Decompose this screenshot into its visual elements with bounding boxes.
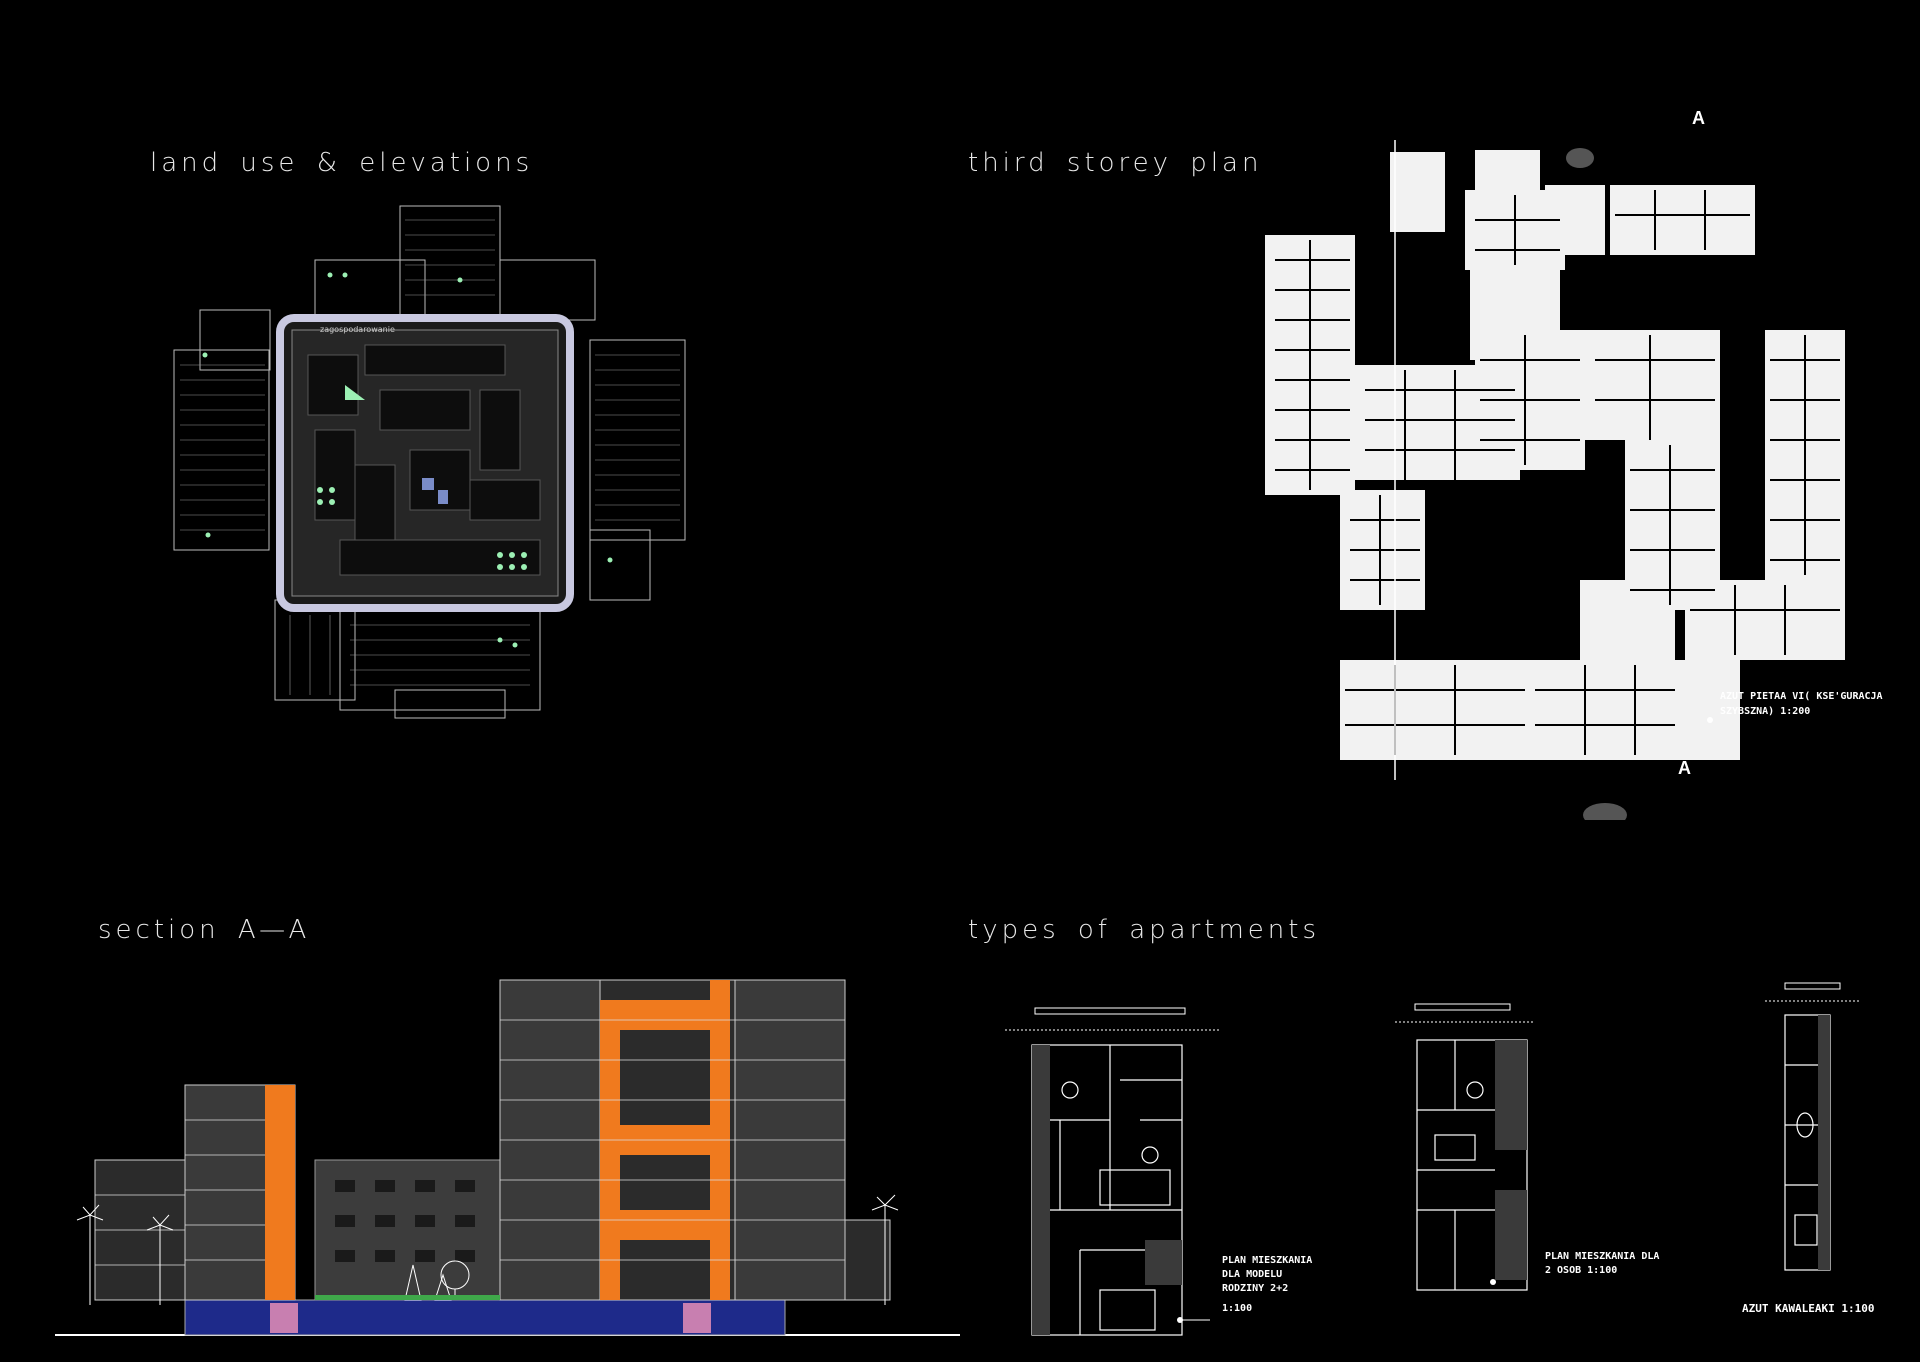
third-storey-caption-line2: szybszna) 1:200 — [1720, 706, 1811, 717]
plan2-caption-line2: 2 OSOB 1:100 — [1545, 1265, 1618, 1276]
plan2-caption-line1: PLAN MIESZKANIA DLA — [1545, 1251, 1660, 1262]
section-marker-bottom: A — [1678, 758, 1691, 778]
third-storey-floor-plan — [1265, 140, 1845, 820]
section-a-a-drawing — [55, 979, 960, 1336]
plan1-caption-line3: RODZINY 2+2 — [1222, 1283, 1289, 1294]
apartment-plan-studio — [1765, 982, 1860, 1271]
plan1-caption-line1: PLAN MIESZKANIA — [1222, 1255, 1313, 1266]
apartment-plan-family — [1005, 1007, 1220, 1336]
third-storey-caption-line1: AZUT PIETAA VI( kse'guracja — [1720, 691, 1883, 702]
plan1-caption-line2: DLA MODELU — [1222, 1269, 1283, 1280]
plan3-caption: AZUT KAWALEAKI 1:100 — [1742, 1302, 1875, 1315]
site-plan-label: zagospodarowanie — [320, 325, 395, 334]
apartments-title: types of apartments — [968, 915, 1321, 945]
section-marker-top: A — [1692, 108, 1705, 128]
land-use-title: land use & elevations — [150, 148, 534, 178]
section-title: section A—A — [98, 915, 311, 945]
plan1-caption-line4: 1:100 — [1222, 1303, 1253, 1314]
land-use-site-plan: zagospodarowanie — [173, 205, 686, 719]
third-storey-title: third storey plan — [968, 148, 1263, 178]
apartment-plan-two-person — [1395, 1003, 1535, 1291]
